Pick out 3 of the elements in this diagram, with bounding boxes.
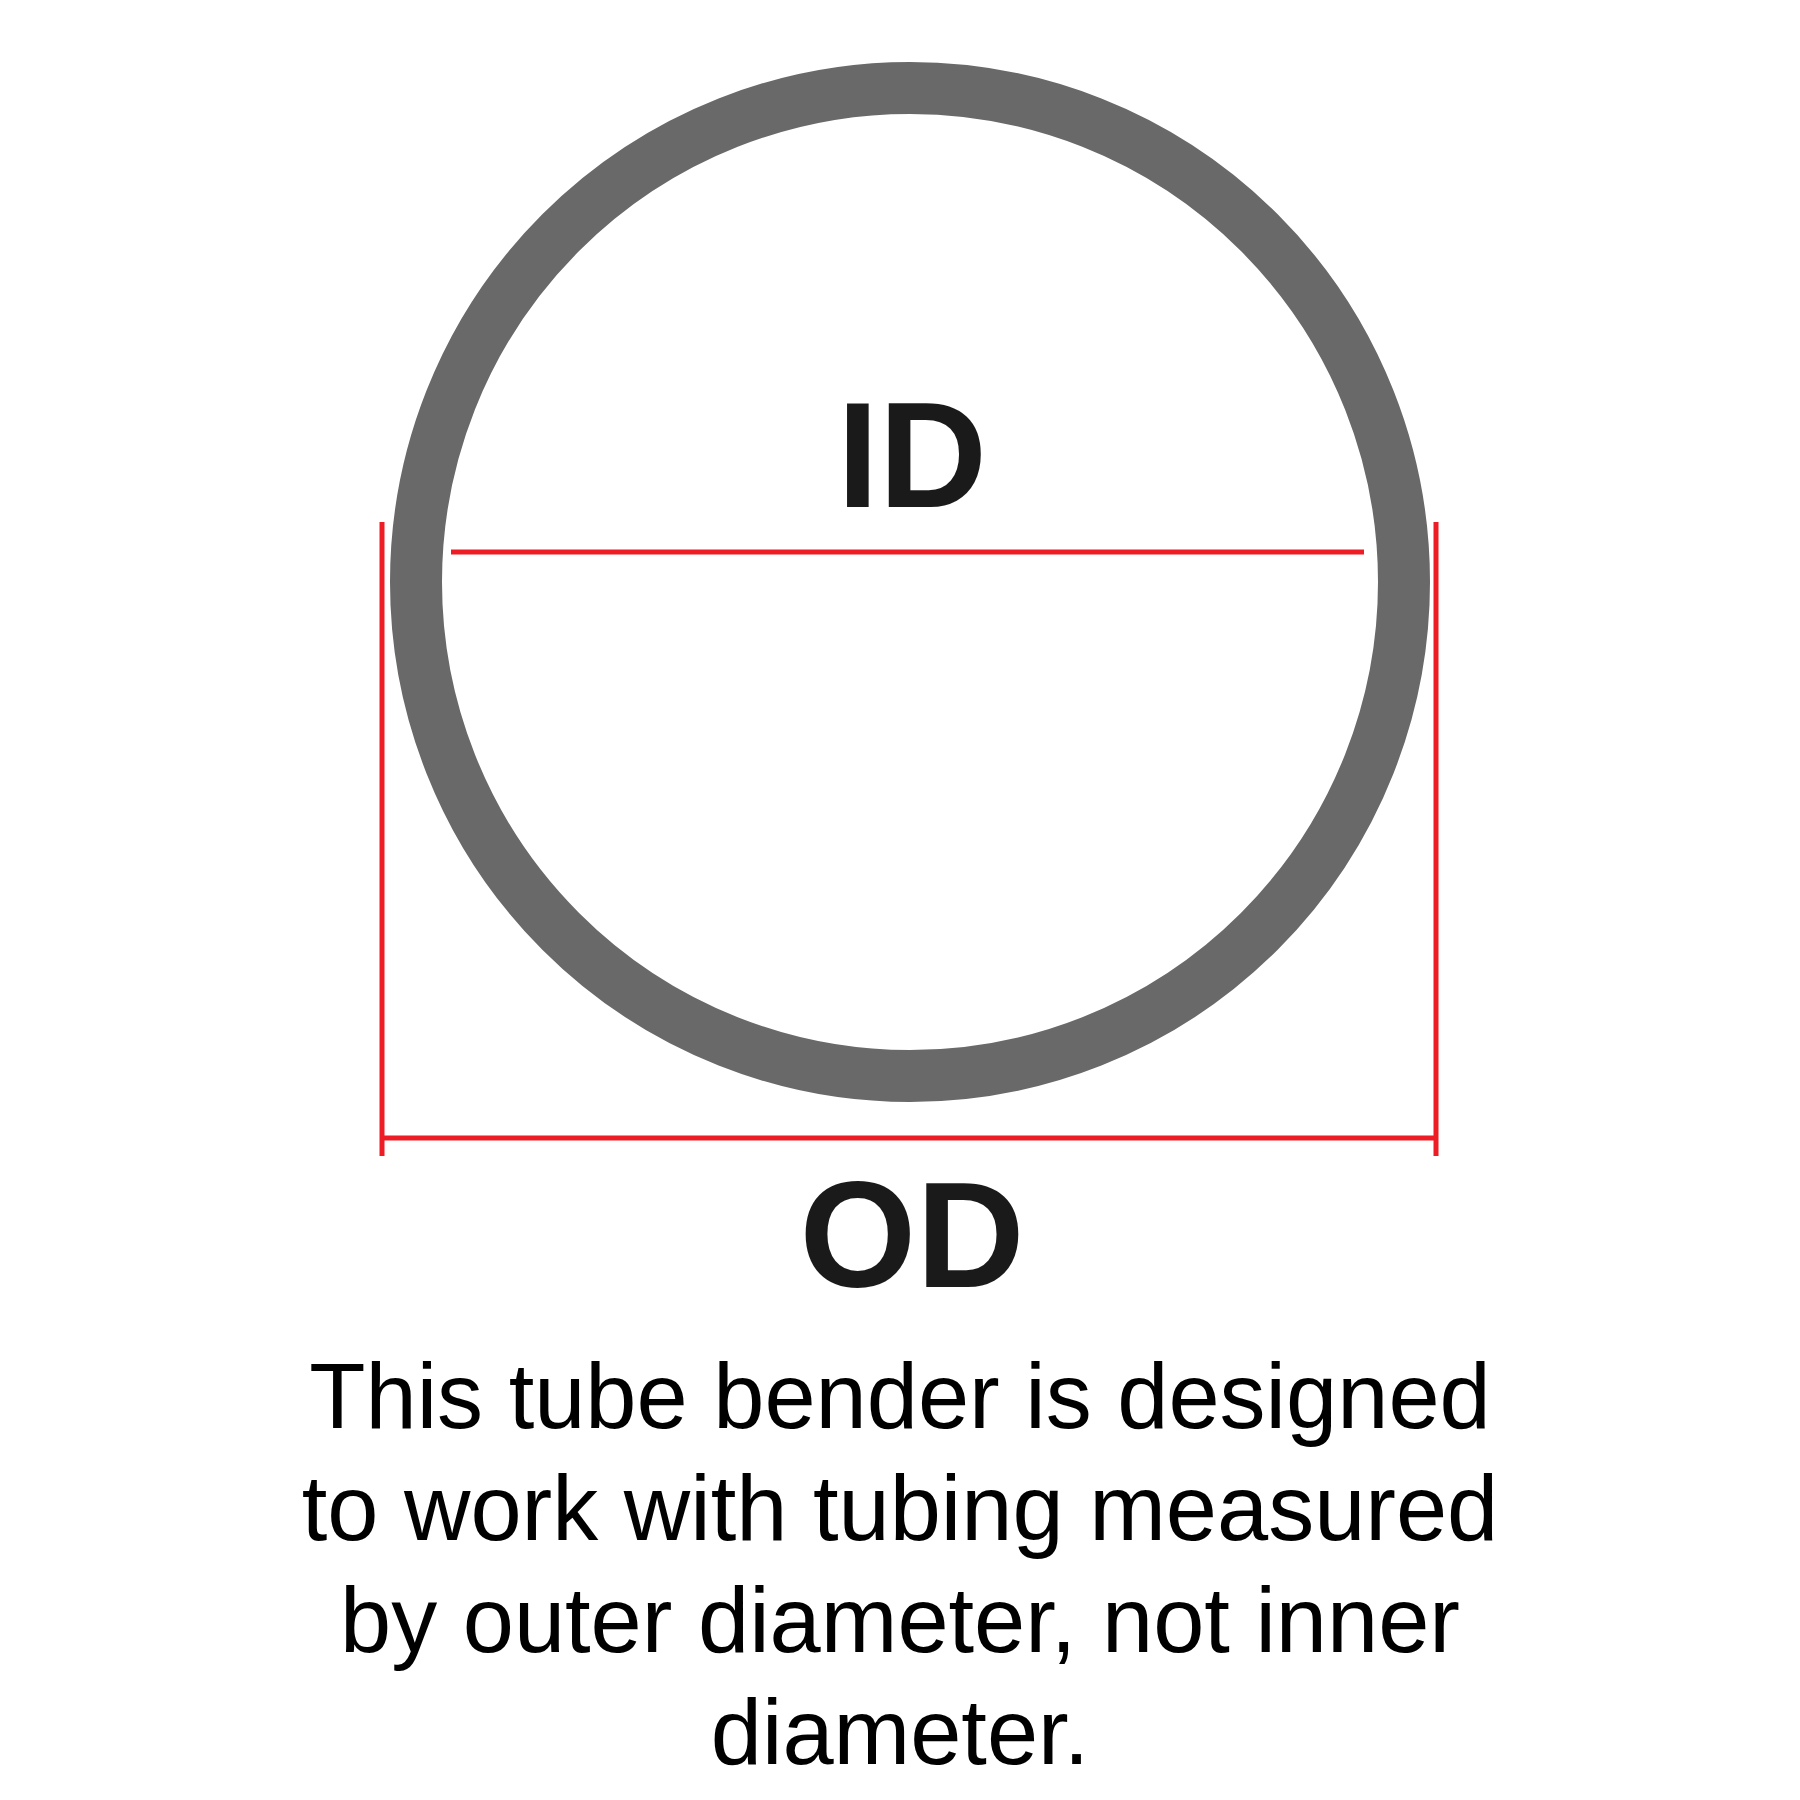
dimension-label: OD <box>799 1160 1025 1310</box>
caption-text: This tube bender is designed to work with tubing measured by outer diameter, not inner diameter. <box>300 1344 1500 1785</box>
dimension-label: ID <box>837 380 987 530</box>
